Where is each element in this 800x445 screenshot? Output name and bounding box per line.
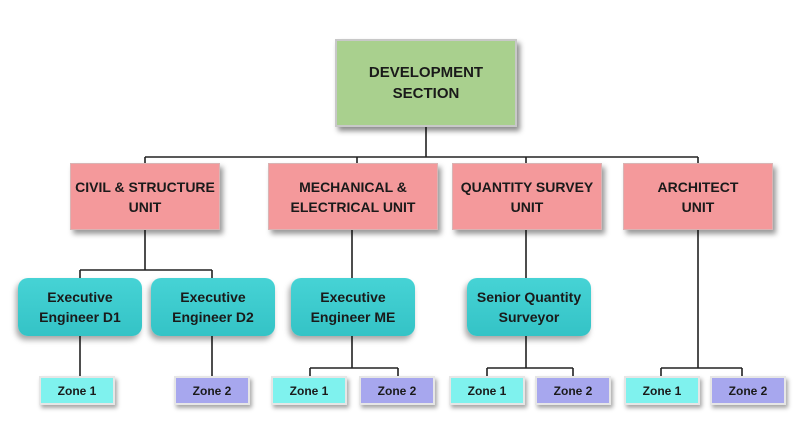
zone-box: Zone 1 bbox=[39, 376, 115, 405]
zone-box: Zone 1 bbox=[271, 376, 347, 405]
zone-box: Zone 1 bbox=[624, 376, 700, 405]
zone-box: Zone 2 bbox=[359, 376, 435, 405]
civil-structure-unit-box: CIVIL & STRUCTURE UNIT bbox=[70, 163, 220, 230]
executive-engineer-d1-box: Executive Engineer D1 bbox=[18, 278, 142, 336]
zone-box: Zone 2 bbox=[174, 376, 250, 405]
mechanical-electrical-unit-box: MECHANICAL & ELECTRICAL UNIT bbox=[268, 163, 438, 230]
architect-unit-box: ARCHITECT UNIT bbox=[623, 163, 773, 230]
quantity-survey-unit-box: QUANTITY SURVEY UNIT bbox=[452, 163, 602, 230]
development-section-box: DEVELOPMENT SECTION bbox=[335, 39, 517, 127]
zone-box: Zone 2 bbox=[710, 376, 786, 405]
zone-box: Zone 1 bbox=[449, 376, 525, 405]
zone-box: Zone 2 bbox=[535, 376, 611, 405]
executive-engineer-me-box: Executive Engineer ME bbox=[291, 278, 415, 336]
executive-engineer-d2-box: Executive Engineer D2 bbox=[151, 278, 275, 336]
senior-quantity-surveyor-box: Senior Quantity Surveyor bbox=[467, 278, 591, 336]
